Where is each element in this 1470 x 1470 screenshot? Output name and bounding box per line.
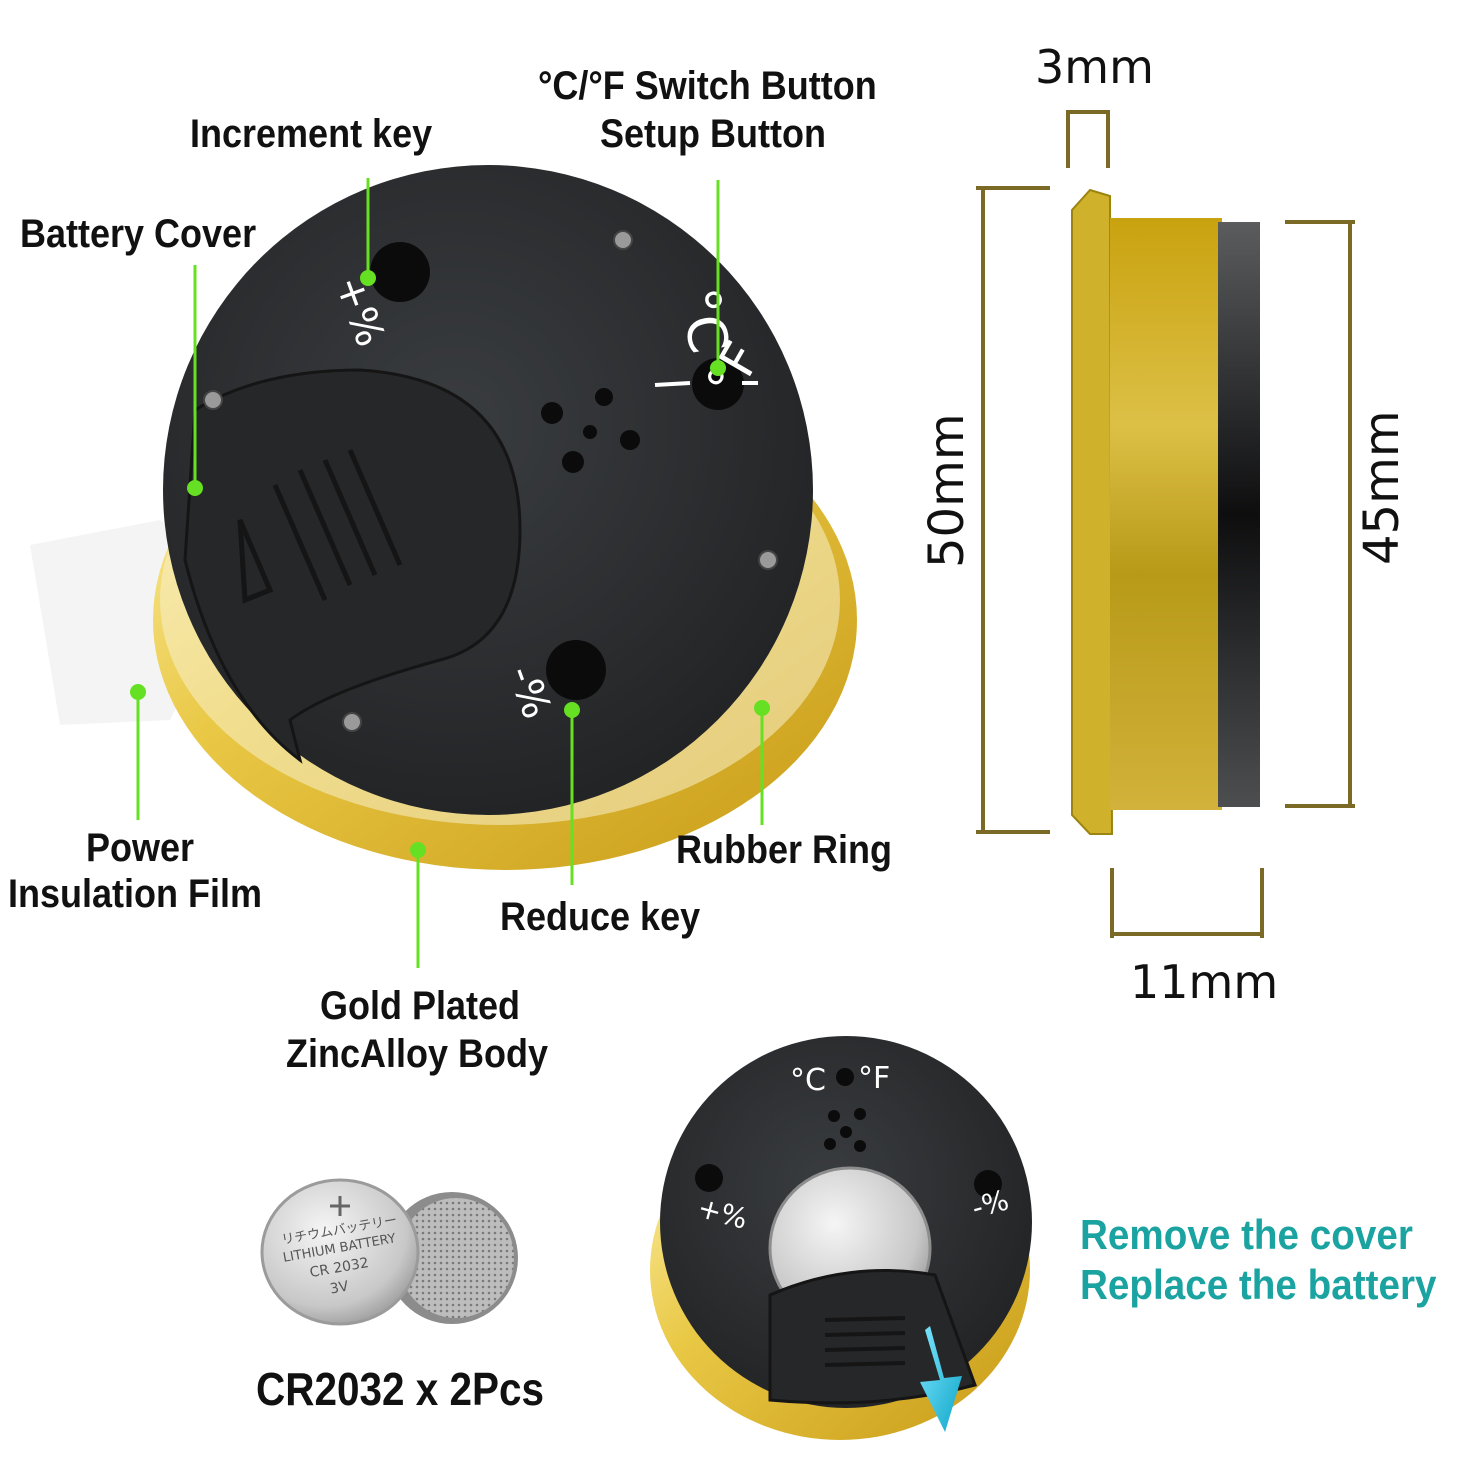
body-label-line1: Gold Plated bbox=[320, 984, 521, 1028]
power-film-label-line1: Power bbox=[86, 826, 195, 870]
dimension-3mm: 3mm bbox=[1035, 40, 1154, 94]
battery-replacement-view: °C °F +% -% bbox=[650, 1036, 1032, 1440]
instruction-line1: Remove the cover bbox=[1080, 1211, 1413, 1258]
small-speaker-holes bbox=[824, 1108, 866, 1152]
instruction-line2: Replace the battery bbox=[1080, 1261, 1437, 1308]
reduce-key-label: Reduce key bbox=[500, 895, 701, 939]
battery-cover-shape bbox=[183, 368, 522, 764]
screw-heads bbox=[203, 230, 778, 732]
small-fahrenheit-marking: °F bbox=[858, 1061, 890, 1096]
battery-caption: CR2032 x 2Pcs bbox=[256, 1363, 545, 1415]
battery-cell-back-face bbox=[398, 1198, 514, 1318]
cover-grip-ridges bbox=[237, 449, 403, 604]
slide-down-arrow-icon bbox=[920, 1326, 962, 1432]
removed-cover-shape bbox=[768, 1269, 977, 1405]
black-back-shape bbox=[1218, 222, 1260, 807]
increment-key-label: Increment key bbox=[190, 112, 433, 156]
celsius-marking: °C bbox=[667, 283, 740, 358]
battery-cell-front bbox=[260, 1178, 420, 1326]
power-film-label-line2: Insulation Film bbox=[8, 872, 263, 916]
rubber-ring-label: Rubber Ring bbox=[676, 828, 892, 872]
battery-marking-voltage: 3V bbox=[329, 1279, 350, 1298]
dimension-50mm: 50mm bbox=[919, 413, 975, 568]
reduce-key-hole bbox=[546, 640, 606, 700]
cr2032-batteries: リチウムバッテリー LITHIUM BATTERY CR 2032 3V bbox=[260, 1178, 518, 1326]
small-cover-ridges bbox=[824, 1316, 906, 1367]
dimension-lines bbox=[976, 110, 1355, 938]
small-celsius-marking: °C bbox=[790, 1063, 826, 1098]
setup-button-label: Setup Button bbox=[600, 112, 826, 156]
callout-lines bbox=[136, 178, 764, 968]
increment-key-hole bbox=[370, 242, 430, 302]
device-back-view: +% -% °C °F bbox=[30, 165, 857, 870]
dimension-45mm: 45mm bbox=[1354, 410, 1410, 565]
switch-button-hole bbox=[692, 358, 744, 410]
speaker-holes bbox=[541, 388, 640, 473]
dimension-11mm: 11mm bbox=[1130, 955, 1279, 1009]
battery-cover-label: Battery Cover bbox=[20, 212, 257, 256]
device-side-profile bbox=[1071, 188, 1260, 835]
body-label-line2: ZincAlloy Body bbox=[286, 1032, 549, 1076]
switch-separator-marks bbox=[654, 381, 758, 387]
switch-button-label: °C/°F Switch Button bbox=[538, 64, 877, 108]
bezel-profile bbox=[1071, 188, 1114, 835]
gold-side-shape bbox=[1110, 218, 1222, 810]
callout-dots bbox=[130, 270, 770, 858]
